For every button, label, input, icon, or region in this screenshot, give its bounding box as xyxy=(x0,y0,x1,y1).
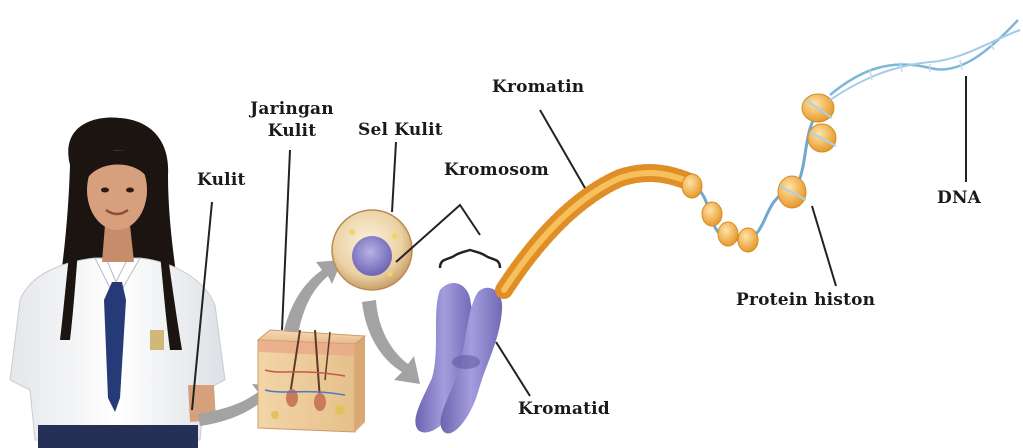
label-jaringan-kulit: Jaringan Kulit xyxy=(246,98,338,142)
chromosome xyxy=(415,283,502,433)
dna-double-helix xyxy=(830,20,1020,100)
label-protein-histon: Protein histon xyxy=(736,290,875,310)
label-kulit: Kulit xyxy=(197,170,246,190)
label-dna: DNA xyxy=(937,188,981,208)
skin-tissue-block xyxy=(258,330,365,432)
label-jaringan-line1: Jaringan xyxy=(246,98,338,120)
label-sel-kulit: Sel Kulit xyxy=(358,120,443,140)
chromatin-fiber xyxy=(504,173,690,290)
label-kromatin: Kromatin xyxy=(492,77,584,97)
label-jaringan-line2: Kulit xyxy=(246,120,338,142)
label-kromatid: Kromatid xyxy=(518,399,610,419)
label-kromosom: Kromosom xyxy=(444,160,549,180)
skin-cell xyxy=(332,210,412,290)
